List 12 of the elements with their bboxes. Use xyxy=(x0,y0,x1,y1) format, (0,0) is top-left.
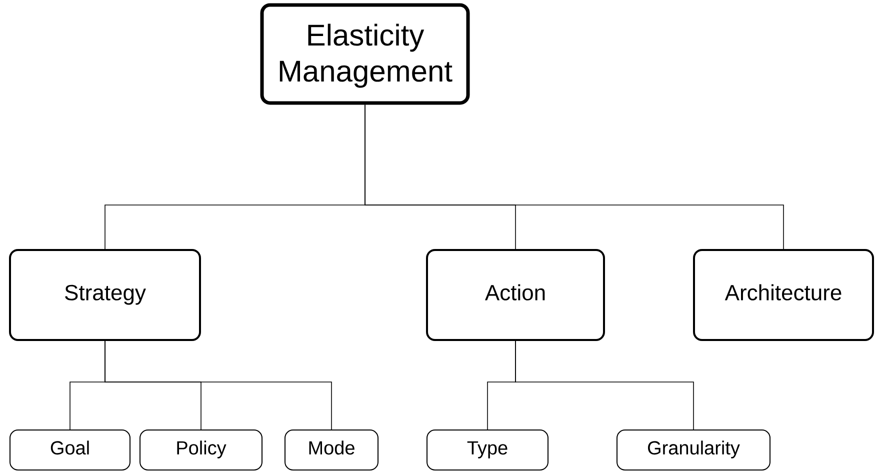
connector-line xyxy=(364,104,784,250)
category-box: Strategy xyxy=(9,249,201,341)
leaf-box: Mode xyxy=(284,430,378,470)
root-box: Elasticity Management xyxy=(260,3,470,105)
connector-line xyxy=(104,340,332,430)
leaf-box: Goal xyxy=(10,430,130,470)
leaf-box: Type xyxy=(426,430,548,470)
connector-line xyxy=(515,340,694,430)
category-box: Architecture xyxy=(693,249,874,341)
category-box: Action xyxy=(426,249,605,341)
leaf-box: Policy xyxy=(140,430,262,470)
leaf-box: Granularity xyxy=(616,430,770,470)
